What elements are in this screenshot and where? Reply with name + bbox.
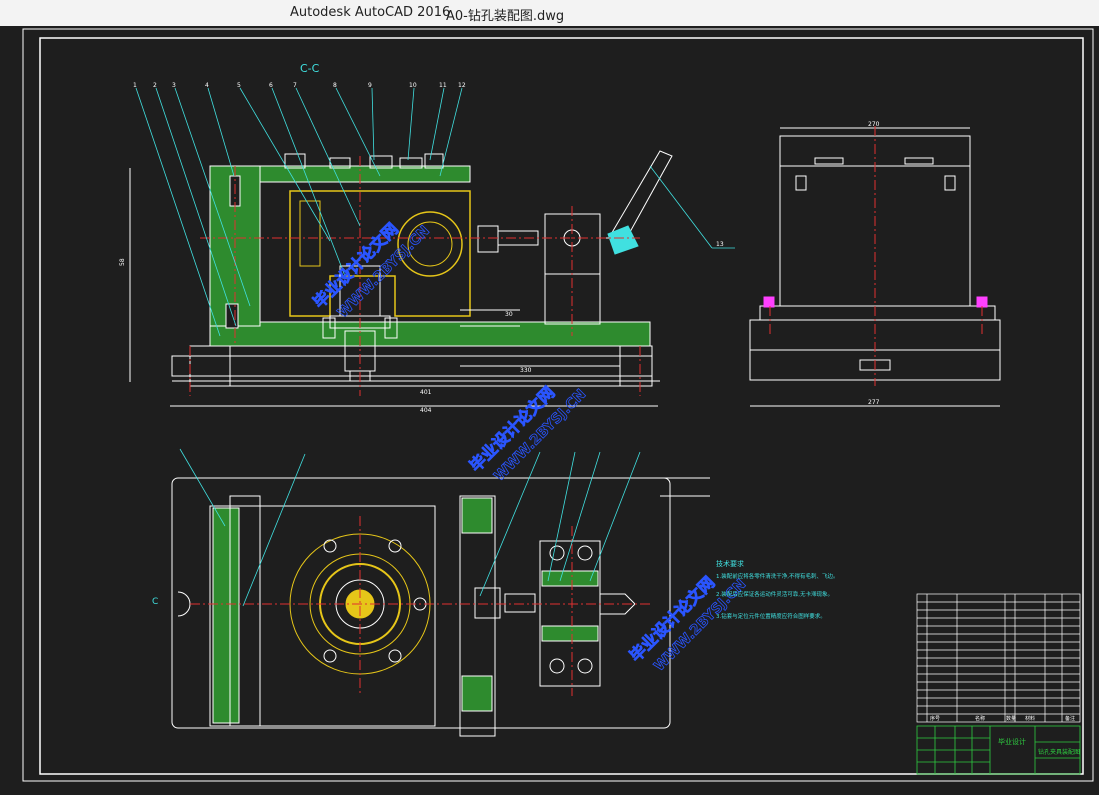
dim-277: 277 <box>868 399 880 406</box>
header-material: 材料 <box>1025 715 1035 722</box>
title-block-school: 毕业设计 <box>998 737 1026 746</box>
callout-11: 11 <box>439 82 447 89</box>
title-block-name: 钻孔夹具装配图 <box>1038 748 1080 756</box>
header-remark: 备注 <box>1065 715 1075 722</box>
dim-270: 270 <box>868 121 880 128</box>
header-qty: 数量 <box>1006 715 1016 722</box>
tech-note-1: 1.装配前应将各零件清洗干净,不得有毛刺、飞边。 <box>716 572 839 580</box>
title-block <box>916 725 1081 775</box>
front-callout-leaders <box>135 87 735 337</box>
dim-401: 401 <box>420 389 432 396</box>
callout-12: 12 <box>458 82 466 89</box>
tech-title: 技术要求 <box>716 559 744 568</box>
side-dimensions: 270 277 <box>868 121 880 406</box>
file-title: A0-钻孔装配图.dwg <box>446 9 565 24</box>
header-name: 名称 <box>975 715 985 722</box>
tech-requirements: 技术要求 1.装配前应将各零件清洗干净,不得有毛刺、飞边。 2.装配后应保证各运… <box>716 559 839 620</box>
callout-13: 13 <box>716 241 724 248</box>
callout-10: 10 <box>409 82 417 89</box>
callout-7: 7 <box>293 82 297 89</box>
dim-404: 404 <box>420 407 432 414</box>
dim-30: 30 <box>505 311 513 318</box>
callout-4: 4 <box>205 82 209 89</box>
callout-1: 1 <box>133 82 137 89</box>
parts-list-header: 序号 名称 数量 材料 备注 <box>930 715 1075 722</box>
plan-callout-leaders <box>179 448 641 607</box>
tech-note-3: 3.钻套与定位元件位置精度应符合图样要求。 <box>716 612 826 620</box>
parts-list <box>916 593 1081 723</box>
front-callout-numbers: 1 2 3 4 5 6 7 8 9 10 11 12 13 <box>133 82 724 248</box>
callout-8: 8 <box>333 82 337 89</box>
header-seq: 序号 <box>930 715 940 722</box>
tech-note-2: 2.装配后应保证各运动件灵活可靠,无卡滞现象。 <box>716 590 833 598</box>
front-dimensions: 401 404 330 58 30 <box>119 258 532 414</box>
dim-330: 330 <box>520 367 532 374</box>
callout-3: 3 <box>172 82 176 89</box>
front-section-view <box>129 150 673 407</box>
inner-frame <box>39 37 1084 775</box>
outer-frame <box>22 28 1094 782</box>
callout-5: 5 <box>237 82 241 89</box>
drawing-canvas[interactable]: 1 2 3 4 5 6 7 8 9 10 11 12 13 C-C 401 40… <box>0 26 1099 795</box>
callout-9: 9 <box>368 82 372 89</box>
callout-6: 6 <box>269 82 273 89</box>
section-marker: C <box>152 597 158 607</box>
dim-58: 58 <box>119 258 126 266</box>
app-title: Autodesk AutoCAD 2016 <box>290 5 451 20</box>
watermarks: 毕业设计论文网 WWW.2BYSJ.CN 毕业设计论文网 WWW.2BYSJ.C… <box>309 219 750 675</box>
title-bar: Autodesk AutoCAD 2016 A0-钻孔装配图.dwg <box>0 0 1099 27</box>
front-centerlines <box>189 156 641 396</box>
side-centerlines <box>769 126 983 386</box>
callout-2: 2 <box>153 82 157 89</box>
cad-drawing[interactable]: 1 2 3 4 5 6 7 8 9 10 11 12 13 C-C 401 40… <box>0 26 1099 795</box>
plan-view <box>171 477 710 737</box>
section-label: C-C <box>300 62 320 75</box>
plan-centerlines <box>190 516 650 696</box>
